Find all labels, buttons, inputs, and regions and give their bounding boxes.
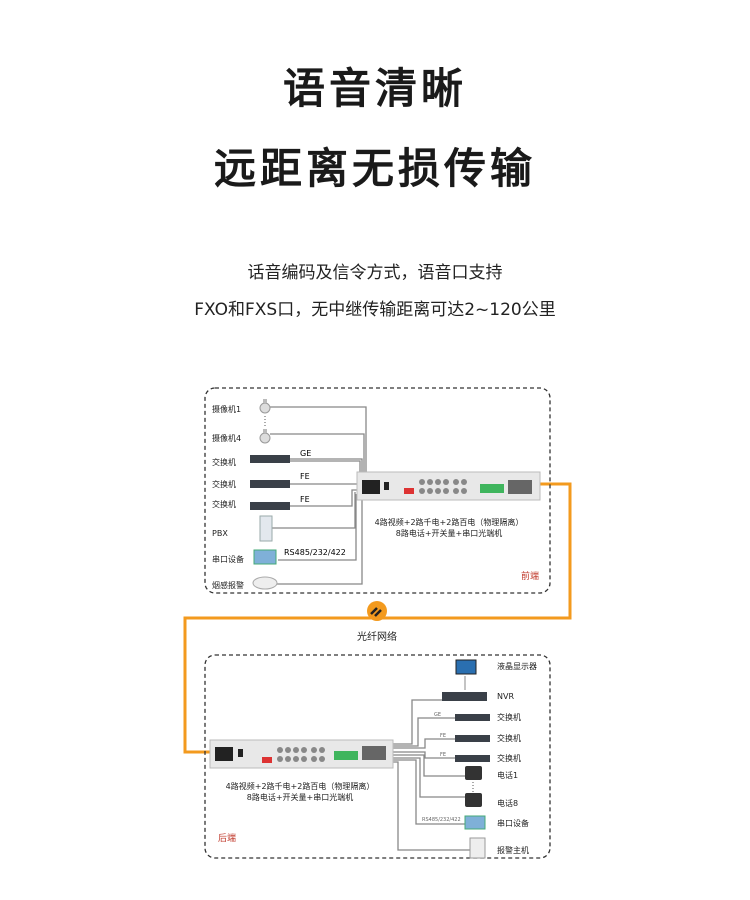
back-optical-terminal: [209, 739, 394, 769]
switch-icon: [250, 502, 290, 510]
front-device-icons: [250, 399, 290, 590]
monitor-icon: [455, 659, 477, 675]
back-link-fe-1: FE: [440, 733, 446, 739]
front-caption-2: 8路电话+开关量+串口光端机: [396, 528, 503, 538]
front-link-fe-1: FE: [300, 472, 310, 481]
back-device-label: 交换机: [497, 753, 521, 763]
fiber-icon: [367, 601, 387, 621]
front-link-fe-2: FE: [300, 495, 310, 504]
alarm-host-icon: [469, 837, 486, 859]
front-device-label: 交换机: [212, 499, 236, 509]
network-label: 光纤网络: [357, 630, 397, 643]
description-line2: FXO和FXS口，无中继传输距离可达2~120公里: [194, 300, 556, 320]
back-device-label: 电话8: [497, 798, 518, 808]
back-tag: 后端: [218, 832, 236, 844]
front-device-label: 交换机: [212, 479, 236, 489]
heading-line2: 远距离无损传输: [213, 144, 536, 193]
back-device-label: 液晶显示器: [497, 661, 537, 671]
front-wires: [270, 406, 375, 585]
front-device-label: 串口设备: [212, 554, 244, 564]
back-device-label: NVR: [497, 692, 514, 701]
serial-device-icon: [464, 815, 486, 830]
back-wires: [393, 676, 470, 851]
front-device-label: 交换机: [212, 457, 236, 467]
description-line1: 话音编码及信令方式，语音口支持: [247, 263, 503, 283]
switch-icon: [455, 755, 490, 762]
front-box: [204, 387, 551, 594]
switch-icon: [455, 714, 490, 721]
heading-line1: 语音清晰: [282, 64, 467, 113]
back-link-ge: GE: [434, 712, 441, 718]
phone-icon: [465, 766, 482, 780]
back-box: [204, 654, 551, 859]
front-device-label: 摄像机1: [212, 404, 241, 414]
pbx-icon: [259, 515, 273, 542]
back-link-serial: RS485/232/422: [422, 817, 461, 823]
front-link-ge: GE: [300, 449, 311, 458]
front-link-serial: RS485/232/422: [284, 548, 346, 557]
smoke-detector-icon: [252, 576, 278, 590]
camera-icon: [259, 429, 271, 444]
front-device-label: 烟感报警: [212, 580, 244, 590]
back-link-fe-2: FE: [440, 752, 446, 758]
back-device-label: 电话1: [497, 770, 518, 780]
front-device-label: 摄像机4: [212, 433, 241, 443]
front-caption-1: 4路视频+2路千电+2路百电（物理隔离）: [375, 517, 524, 527]
back-caption-2: 8路电话+开关量+串口光端机: [247, 792, 354, 802]
camera-icon: [259, 399, 271, 414]
switch-icon: [250, 480, 290, 488]
front-tag: 前端: [521, 570, 539, 582]
switch-icon: [455, 735, 490, 742]
back-device-label: 报警主机: [497, 845, 529, 855]
front-device-label: PBX: [212, 529, 228, 538]
serial-device-icon: [253, 549, 277, 565]
back-device-label: 串口设备: [497, 818, 529, 828]
front-optical-terminal: [356, 471, 541, 501]
back-device-icons: [442, 659, 490, 859]
back-device-label: 交换机: [497, 733, 521, 743]
back-caption-1: 4路视频+2路千电+2路百电（物理隔离）: [226, 781, 375, 791]
nvr-icon: [442, 692, 487, 701]
back-device-label: 交换机: [497, 712, 521, 722]
switch-icon: [250, 455, 290, 463]
phone-icon: [465, 793, 482, 807]
